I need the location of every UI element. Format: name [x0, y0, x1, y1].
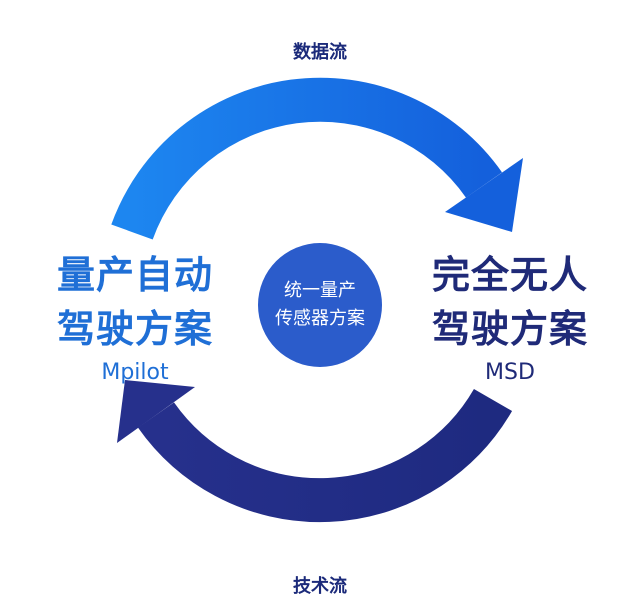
- center-node: 统一量产 传感器方案: [258, 243, 382, 367]
- technology-flow-label: 技术流: [293, 576, 347, 597]
- left-node-line2: 驾驶方案: [56, 307, 213, 351]
- right-node-title: 完全无人 驾驶方案: [395, 248, 625, 356]
- technology-flow-arrow: [117, 380, 513, 523]
- left-node-name: Mpilot: [101, 360, 169, 385]
- right-node-line1: 完全无人: [431, 253, 588, 297]
- right-node-name: MSD: [485, 360, 535, 385]
- center-node-line2: 传感器方案: [275, 308, 365, 329]
- left-node-line1: 量产自动: [56, 253, 213, 297]
- left-node-title: 量产自动 驾驶方案: [20, 248, 250, 356]
- data-flow-label: 数据流: [293, 42, 347, 63]
- center-node-line1: 统一量产: [284, 280, 356, 301]
- right-node-line2: 驾驶方案: [431, 307, 588, 351]
- data-flow-arrow: [111, 77, 523, 240]
